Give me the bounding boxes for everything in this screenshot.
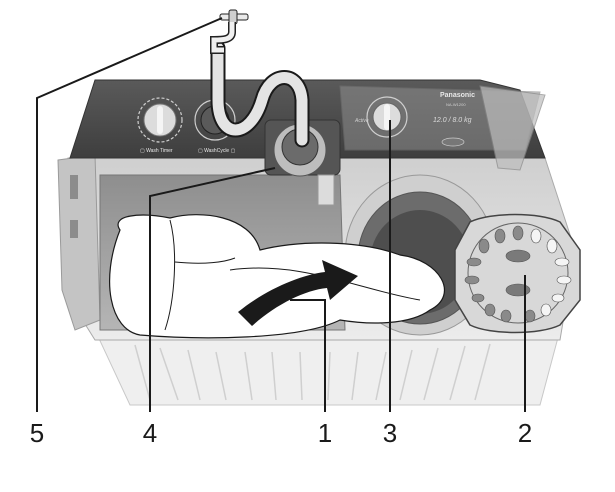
wash-timer-dial: ▢ Wash Timer bbox=[137, 97, 183, 154]
water-inlet bbox=[264, 119, 341, 206]
wash-cycle-label: ▢ WashCycle ▢ bbox=[198, 148, 236, 154]
spin-tub-safety-cover bbox=[454, 213, 581, 334]
machine-base bbox=[94, 329, 561, 406]
callout-2: 2 bbox=[517, 418, 533, 448]
callout-5: 5 bbox=[29, 418, 45, 448]
leader-5 bbox=[36, 17, 223, 412]
callout-3: 3 bbox=[382, 418, 398, 448]
brand-text: Panasonic bbox=[440, 92, 475, 99]
leader-4 bbox=[149, 167, 276, 412]
leader-1 bbox=[290, 299, 326, 412]
water-hose bbox=[210, 40, 310, 148]
capacity-text: 12.0 / 8.0 kg bbox=[433, 117, 472, 124]
wash-timer-label: ▢ Wash Timer bbox=[140, 148, 173, 154]
callout-4: 4 bbox=[142, 418, 158, 448]
model-text: NA-W1200 bbox=[446, 102, 466, 107]
callout-leaders bbox=[36, 17, 526, 412]
laundry bbox=[109, 214, 445, 339]
rotation-arrow-icon bbox=[238, 260, 358, 326]
water-faucet bbox=[210, 9, 249, 54]
spin-timer-dial bbox=[366, 96, 408, 138]
callout-1: 1 bbox=[317, 418, 333, 448]
brand-plate: Panasonic NA-W1200 12.0 / 8.0 kg Active bbox=[354, 92, 475, 147]
badge-text: Active bbox=[354, 118, 369, 124]
